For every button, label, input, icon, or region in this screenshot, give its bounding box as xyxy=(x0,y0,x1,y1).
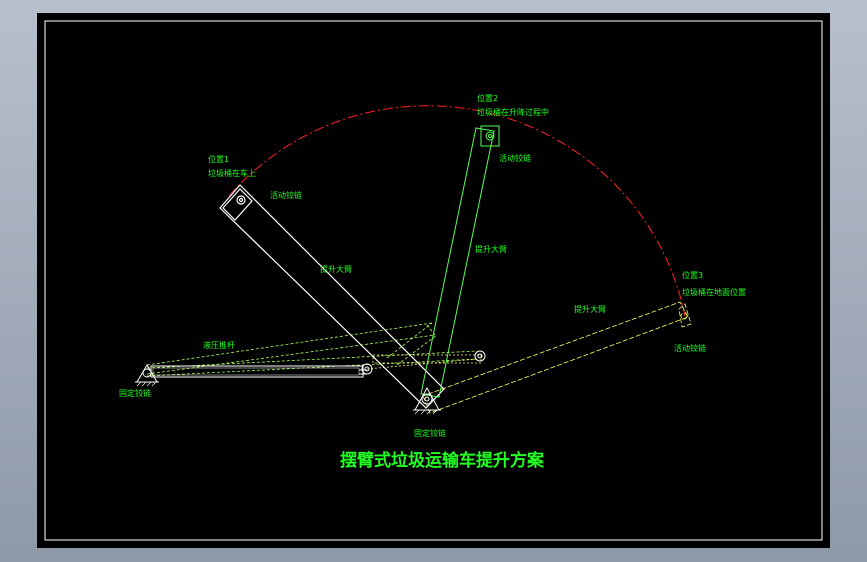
drawing-frame xyxy=(44,20,823,541)
hydraulic-rod-label: 液压推杆 xyxy=(203,340,235,350)
position2-name: 位置2 xyxy=(477,93,498,103)
position2-desc: 垃圾桶在升降过程中 xyxy=(477,107,549,117)
position3-name: 位置3 xyxy=(682,270,703,280)
mechanism-diagram: 位置1 垃圾桶在车上 活动铰链 提升大臂 位置2 垃圾桶在升降过程中 活动铰链 … xyxy=(44,20,823,541)
position1-name: 位置1 xyxy=(208,154,229,164)
fixed-hinge-label-left: 固定铰链 xyxy=(119,388,151,398)
fixed-hinge-label-center: 固定铰链 xyxy=(414,428,446,438)
fixed-hinge-center xyxy=(413,386,441,415)
movable-hinge-label-1: 活动铰链 xyxy=(270,190,302,200)
movable-hinge-label-2: 活动铰链 xyxy=(499,153,531,163)
lift-arm-position2 xyxy=(420,125,500,398)
lift-arm-position1 xyxy=(219,184,445,409)
swing-arc xyxy=(228,105,686,317)
movable-hinge-label-3: 活动铰链 xyxy=(674,343,706,353)
drawing-canvas: 位置1 垃圾桶在车上 活动铰链 提升大臂 位置2 垃圾桶在升降过程中 活动铰链 … xyxy=(37,13,830,548)
position3-desc: 垃圾桶在地面位置 xyxy=(682,287,746,297)
diagram-title: 摆臂式垃圾运输车提升方案 xyxy=(340,450,545,471)
lift-arm-position3 xyxy=(422,301,692,414)
hydraulic-rod xyxy=(150,365,367,378)
lift-arm-label-3: 提升大臂 xyxy=(574,304,606,314)
cylinder-pins xyxy=(361,350,486,375)
lift-arm-label-2: 提升大臂 xyxy=(475,244,507,254)
fixed-hinge-left xyxy=(135,364,159,387)
lift-arm-label-1: 提升大臂 xyxy=(320,264,352,274)
position1-desc: 垃圾桶在车上 xyxy=(208,168,256,178)
